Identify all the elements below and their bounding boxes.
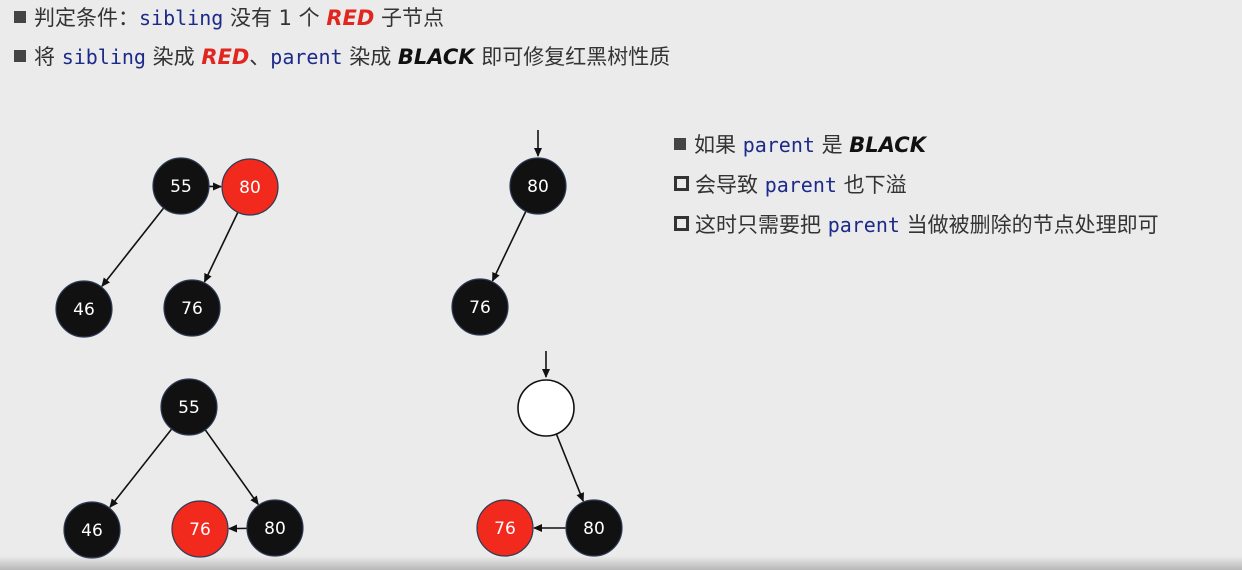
- note3-prefix: 这时只需要把: [695, 213, 828, 237]
- condition-suffix: 子节点: [374, 6, 444, 30]
- square-bullet-icon: [674, 138, 686, 150]
- fix-mid2: 染成: [342, 45, 398, 69]
- node-label: 55: [170, 177, 192, 197]
- note-parent-black: 如果 parent 是 BLACK: [674, 131, 926, 159]
- top-left-node-80: 80: [221, 158, 279, 216]
- node-label: 80: [239, 178, 261, 198]
- fix-code-sibling: sibling: [61, 45, 146, 69]
- top-right-edge-80-76: [491, 210, 527, 282]
- fix-prefix: 将: [34, 45, 62, 69]
- node-circle: [160, 378, 218, 436]
- fix-black: BLACK: [397, 45, 475, 69]
- note2-suffix: 也下溢: [836, 173, 907, 197]
- node-label: 76: [189, 520, 211, 540]
- square-bullet-icon: [14, 50, 26, 62]
- node-circle: [152, 157, 210, 215]
- note3-code-parent: parent: [827, 213, 900, 237]
- bottom-right-node-80: 80: [565, 499, 623, 557]
- condition-code-sibling: sibling: [139, 6, 224, 30]
- condition-red: RED: [326, 6, 375, 30]
- node-label: 76: [494, 519, 516, 539]
- bottom-left-node-46: 46: [63, 501, 121, 559]
- bottom-right-node-empty: [517, 379, 575, 437]
- node-label: 80: [527, 177, 549, 197]
- note1-mid: 是: [814, 133, 850, 157]
- nodes-layer: 55 80 46 76 80 76 55 46 76 80 76 80: [55, 157, 623, 559]
- node-label: 55: [178, 398, 200, 418]
- bullet-condition: 判定条件：sibling 没有 1 个 RED 子节点: [14, 4, 444, 32]
- bottom-left-edge-55-46: [109, 428, 173, 509]
- bottom-left-node-55: 55: [160, 378, 218, 436]
- top-left-node-76: 76: [163, 279, 221, 337]
- fix-suffix: 即可修复红黑树性质: [474, 45, 671, 69]
- fix-mid1: 染成: [145, 45, 202, 69]
- top-right-node-80: 80: [509, 157, 567, 215]
- note1-code-parent: parent: [742, 133, 815, 157]
- node-circle: [517, 379, 575, 437]
- bottom-right-node-76: 76: [476, 499, 534, 557]
- node-circle: [509, 157, 567, 215]
- node-circle: [163, 279, 221, 337]
- condition-prefix: 判定条件：: [34, 6, 139, 30]
- note-underflow: 会导致 parent 也下溢: [674, 171, 907, 199]
- top-left-edge-80-76: [203, 211, 239, 283]
- note2-prefix: 会导致: [695, 173, 765, 197]
- bottom-left-edge-55-80: [204, 429, 259, 506]
- node-label: 80: [264, 519, 286, 539]
- top-left-edge-55-46: [101, 207, 165, 288]
- node-label: 46: [73, 300, 95, 320]
- note3-suffix: 当做被删除的节点处理即可: [899, 213, 1159, 237]
- node-label: 76: [469, 298, 491, 318]
- bottom-right-edge-E-80: [555, 433, 584, 503]
- top-right-node-76: 76: [451, 278, 509, 336]
- note1-black: BLACK: [849, 133, 926, 157]
- fix-code-parent: parent: [270, 45, 343, 69]
- edges-layer: [101, 182, 584, 533]
- square-bullet-icon: [14, 11, 26, 23]
- hollow-square-bullet-icon: [674, 176, 689, 191]
- fix-red: RED: [201, 45, 250, 69]
- note1-prefix: 如果: [694, 133, 743, 157]
- fix-sep: 、: [249, 45, 271, 69]
- node-label: 80: [583, 519, 605, 539]
- note2-code-parent: parent: [764, 173, 837, 197]
- node-circle: [55, 280, 113, 338]
- bottom-left-node-80: 80: [246, 499, 304, 557]
- top-left-node-46: 46: [55, 280, 113, 338]
- note-treat-as-deleted: 这时只需要把 parent 当做被删除的节点处理即可: [674, 211, 1159, 239]
- hollow-square-bullet-icon: [674, 216, 689, 231]
- node-label: 46: [81, 521, 103, 541]
- node-circle: [221, 158, 279, 216]
- node-label: 76: [181, 299, 203, 319]
- bottom-shadow: [0, 556, 1242, 570]
- bullet-fix: 将 sibling 染成 RED、parent 染成 BLACK 即可修复红黑树…: [14, 43, 670, 71]
- node-circle: [451, 278, 509, 336]
- bottom-left-node-76: 76: [171, 500, 229, 558]
- condition-mid: 没有 1 个: [223, 6, 327, 30]
- top-left-node-55: 55: [152, 157, 210, 215]
